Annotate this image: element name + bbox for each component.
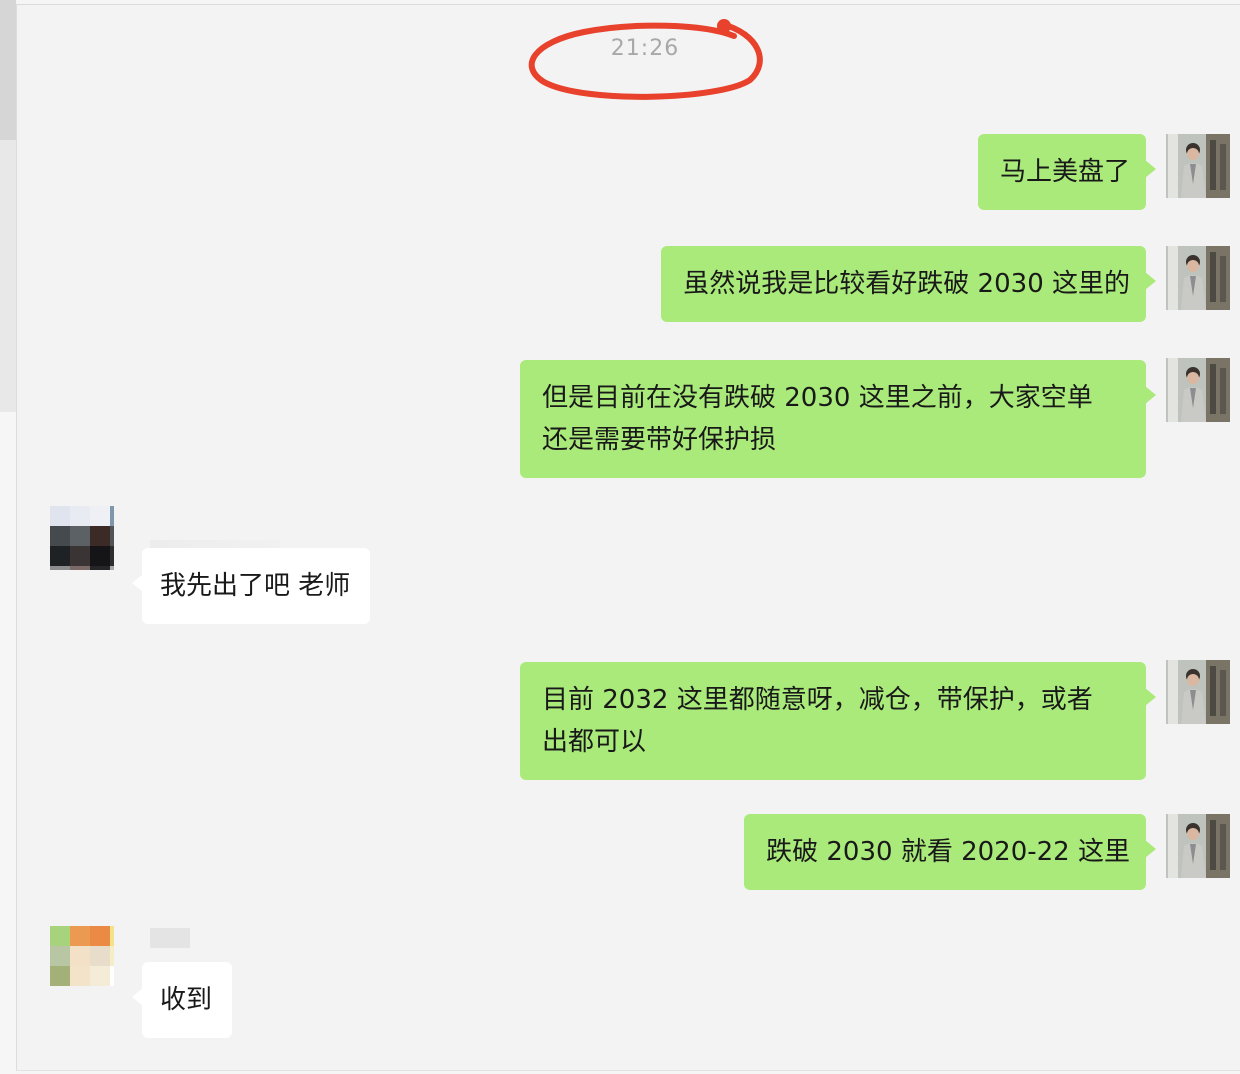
window-top-border (16, 0, 1240, 5)
red-circle-annotation (528, 19, 763, 100)
scrollbar-thumb[interactable] (0, 0, 16, 140)
self-avatar[interactable] (1166, 134, 1230, 198)
incoming-message-bubble[interactable]: 我先出了吧 老师 (131, 548, 371, 624)
outgoing-message-bubble[interactable]: 跌破 2030 就看 2020-22 这里 (744, 814, 1156, 890)
outgoing-message-bubble[interactable]: 但是目前在没有跌破 2030 这里之前，大家空单 还是需要带好保护损 (520, 360, 1156, 478)
bottom-border (16, 1070, 1240, 1074)
outgoing-message-bubble[interactable]: 马上美盘了 (977, 134, 1157, 210)
message-timestamp: 21:26 (610, 36, 680, 61)
incoming-message-bubble[interactable]: 收到 (131, 962, 233, 1038)
self-avatar[interactable] (1166, 358, 1230, 422)
scrollbar-track[interactable] (0, 0, 17, 1074)
outgoing-message-bubble[interactable]: 虽然说我是比较看好跌破 2030 这里的 (661, 246, 1156, 322)
self-avatar[interactable] (1166, 246, 1230, 310)
contact-name-blurred (150, 928, 190, 948)
self-avatar[interactable] (1166, 660, 1230, 724)
outgoing-message-bubble[interactable]: 目前 2032 这里都随意呀，减仓，带保护，或者 出都可以 (520, 662, 1156, 780)
self-avatar[interactable] (1166, 814, 1230, 878)
contact-avatar-pixelated[interactable] (50, 926, 114, 990)
scrollbar-track-highlight (0, 140, 16, 412)
contact-avatar-pixelated[interactable] (50, 506, 114, 570)
